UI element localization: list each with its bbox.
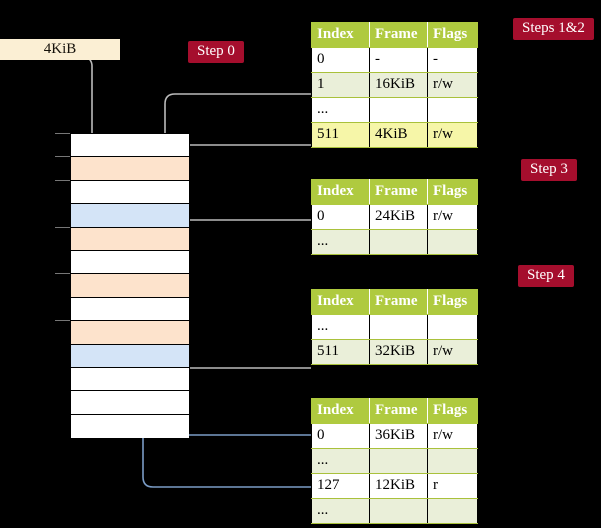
- table-cell-index: ...: [311, 448, 370, 474]
- table-cell-frame: [369, 498, 428, 524]
- wire-table2-0-to-frame: [175, 219, 311, 250]
- frame-size-label: 4KiB: [0, 39, 120, 60]
- table-cell-flags: [427, 229, 478, 255]
- table-cell-frame: [369, 97, 428, 123]
- table-cell-index: 511: [311, 339, 370, 365]
- table-cell-flags: [427, 448, 478, 474]
- table-cell-flags: [427, 314, 478, 340]
- table-cell-flags: r/w: [427, 72, 478, 98]
- table-cell-frame: -: [369, 47, 428, 73]
- memory-frame-tick: [55, 156, 70, 158]
- table-cell-flags: [427, 498, 478, 524]
- table-cell-flags: r/w: [427, 122, 478, 148]
- table-cell-index: ...: [311, 314, 370, 340]
- badge-step-4: Step 4: [518, 265, 574, 287]
- table-header-flags: Flags: [427, 179, 478, 205]
- memory-frame-row: [71, 180, 189, 205]
- table-cell-frame: 24KiB: [369, 204, 428, 230]
- table-cell-frame: [369, 229, 428, 255]
- memory-frame-row: [71, 251, 189, 275]
- memory-frame-row: [71, 134, 189, 158]
- table-cell-flags: -: [427, 47, 478, 73]
- memory-frame-tick: [55, 273, 70, 275]
- table-header-index: Index: [311, 179, 370, 205]
- table-cell-index: 0: [311, 423, 370, 449]
- table-header-frame: Frame: [369, 289, 428, 315]
- table-cell-index: ...: [311, 97, 370, 123]
- table-cell-index: ...: [311, 498, 370, 524]
- table-cell-frame: 32KiB: [369, 339, 428, 365]
- table-cell-index: ...: [311, 229, 370, 255]
- table-header-frame: Frame: [369, 398, 428, 424]
- table-cell-frame: 16KiB: [369, 72, 428, 98]
- memory-frame-row: [71, 414, 189, 439]
- frame-size-label-text: 4KiB: [43, 41, 77, 57]
- memory-frame-tick: [55, 179, 70, 181]
- table-cell-flags: [427, 97, 478, 123]
- memory-frame-row: [71, 344, 189, 368]
- badge-step-0: Step 0: [188, 41, 244, 63]
- table-cell-frame: 36KiB: [369, 423, 428, 449]
- table-header-frame: Frame: [369, 22, 428, 48]
- table-row: ...: [311, 314, 478, 340]
- table-cell-frame: [369, 448, 428, 474]
- table-header-frame: Frame: [369, 179, 428, 205]
- table-row: ...: [311, 97, 478, 123]
- memory-frame-row: [71, 391, 189, 415]
- table-cell-flags: r/w: [427, 204, 478, 230]
- memory-frame-tick: [55, 320, 70, 322]
- physical-memory-strip: [70, 133, 190, 439]
- table-cell-index: 0: [311, 204, 370, 230]
- memory-frame-row: [71, 204, 189, 228]
- table-header-index: Index: [311, 289, 370, 315]
- table-cell-frame: 4KiB: [369, 122, 428, 148]
- table-header-flags: Flags: [427, 289, 478, 315]
- badge-steps-1-2: Steps 1&2: [513, 18, 594, 40]
- table-row: ...: [311, 448, 478, 474]
- wire-table1-1-to-frame: [172, 143, 311, 155]
- memory-frame-row: [71, 368, 189, 392]
- table-row: ...: [311, 498, 478, 524]
- table-header-flags: Flags: [427, 22, 478, 48]
- table-header-index: Index: [311, 22, 370, 48]
- table-cell-flags: r/w: [427, 339, 478, 365]
- badge-step-3: Step 3: [521, 159, 577, 181]
- memory-frame-row: [71, 227, 189, 251]
- table-row: 0--: [311, 47, 478, 73]
- memory-frame-row: [71, 321, 189, 345]
- table-header-index: Index: [311, 398, 370, 424]
- memory-frame-tick: [55, 226, 70, 228]
- memory-frame-tick: [55, 133, 70, 134]
- memory-frame-row: [71, 297, 189, 322]
- table-cell-frame: 12KiB: [369, 473, 428, 499]
- wire-table3-511-to-frame: [177, 317, 311, 369]
- table-cell-frame: [369, 314, 428, 340]
- table-row: ...: [311, 229, 478, 255]
- table-cell-flags: r: [427, 473, 478, 499]
- memory-frame-row: [71, 157, 189, 181]
- table-cell-flags: r/w: [427, 423, 478, 449]
- memory-frame-row: [71, 274, 189, 298]
- table-cell-index: 511: [311, 122, 370, 148]
- table-header-flags: Flags: [427, 398, 478, 424]
- table-cell-index: 1: [311, 72, 370, 98]
- table-cell-index: 127: [311, 473, 370, 499]
- table-cell-index: 0: [311, 47, 370, 73]
